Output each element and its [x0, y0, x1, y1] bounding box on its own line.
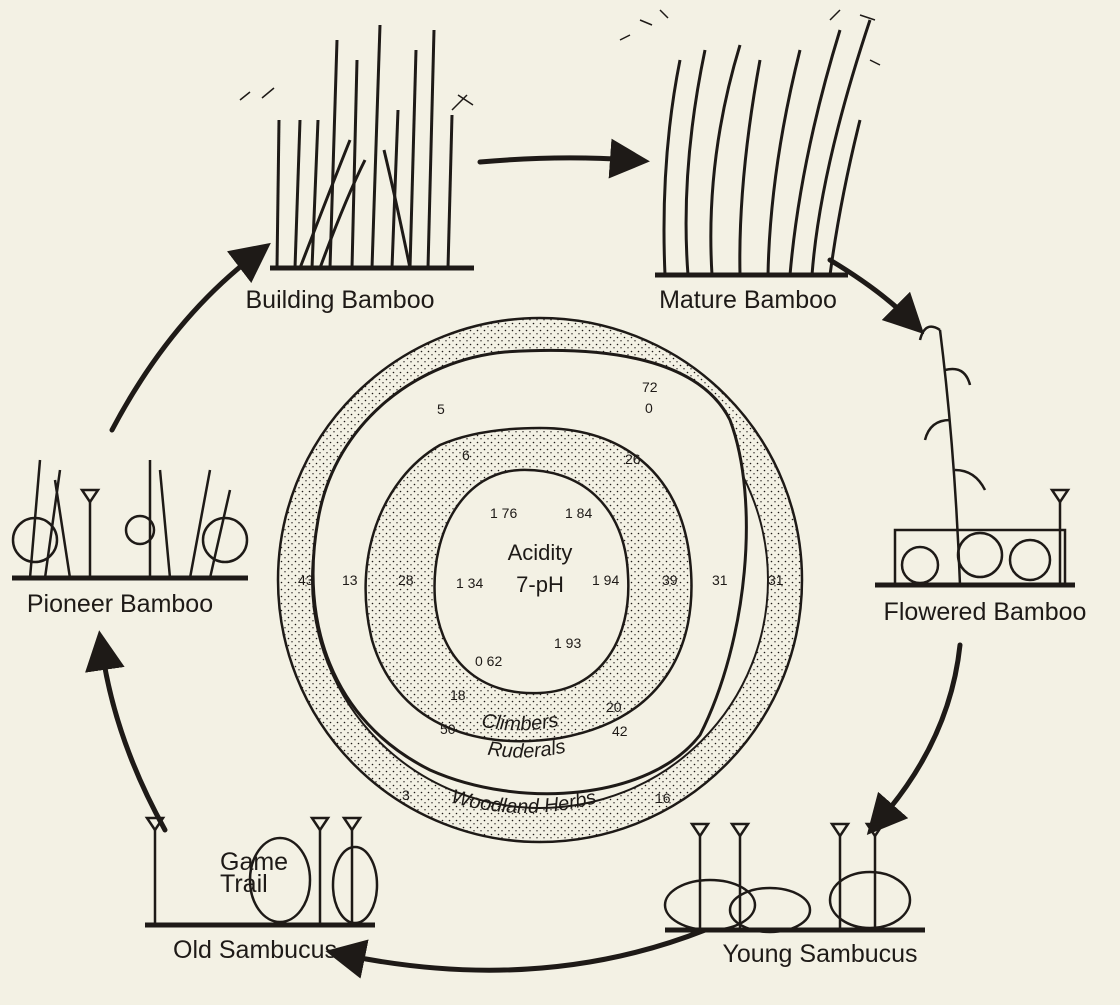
arrow-old-to-pioneer [102, 650, 165, 830]
arrow-pioneer-to-building [112, 255, 255, 430]
acidity-value-top-right: 1 84 [565, 505, 592, 521]
woodland-value-right: 31 [768, 572, 784, 588]
ruderals-value-bottom-right: 42 [612, 723, 628, 739]
climbers-value-top: 26 [625, 451, 641, 467]
arrow-building-to-mature [480, 158, 630, 162]
pioneer-bamboo-illustration [12, 460, 248, 578]
acidity-title: Acidity [508, 540, 573, 565]
flowered-bamboo-illustration [875, 327, 1075, 585]
acidity-value-bottom-left: 0 62 [475, 653, 502, 669]
woodland-value-bottom-right: 16 [655, 790, 671, 806]
climbers-value-bottom-right: 20 [606, 699, 622, 715]
arrow-young-to-old [345, 930, 705, 970]
arrow-flowered-to-young [880, 645, 960, 820]
acidity-value-right: 1 94 [592, 572, 619, 588]
acidity-value-left: 1 34 [456, 575, 483, 591]
stage-label-pioneer: Pioneer Bamboo [27, 590, 213, 618]
ruderals-value-left: 13 [342, 572, 358, 588]
stage-label-young-sambucus: Young Sambucus [722, 940, 917, 968]
woodland-value-top: 72 [642, 379, 658, 395]
climbers-value-bottom-left: 18 [450, 687, 466, 703]
arrow-mature-to-flowered [830, 260, 910, 320]
climbers-value-left: 28 [398, 572, 414, 588]
stage-label-mature: Mature Bamboo [659, 286, 837, 314]
climbers-value-top-left: 6 [462, 447, 470, 463]
stage-label-flowered: Flowered Bamboo [884, 598, 1087, 626]
game-trail-label-line2: Trail [220, 870, 268, 898]
woodland-value-bottom-left: 3 [402, 787, 410, 803]
stage-label-old-sambucus: Old Sambucus [173, 936, 337, 964]
acidity-value-bottom-right: 1 93 [554, 635, 581, 651]
acidity-value-top-left: 1 76 [490, 505, 517, 521]
young-sambucus-illustration [665, 824, 925, 932]
building-bamboo-illustration [240, 25, 474, 268]
climbers-value-right: 39 [662, 572, 678, 588]
acidity-subtitle: 7-pH [516, 572, 564, 597]
woodland-value-left: 43 [298, 572, 314, 588]
ruderals-value-top: 5 [437, 401, 445, 417]
woodland-value-top-inner: 0 [645, 400, 653, 416]
stage-label-building: Building Bamboo [245, 286, 434, 314]
ruderals-value-right: 31 [712, 572, 728, 588]
ruderals-value-bottom-left: 50 [440, 721, 456, 737]
mature-bamboo-illustration [620, 10, 880, 275]
